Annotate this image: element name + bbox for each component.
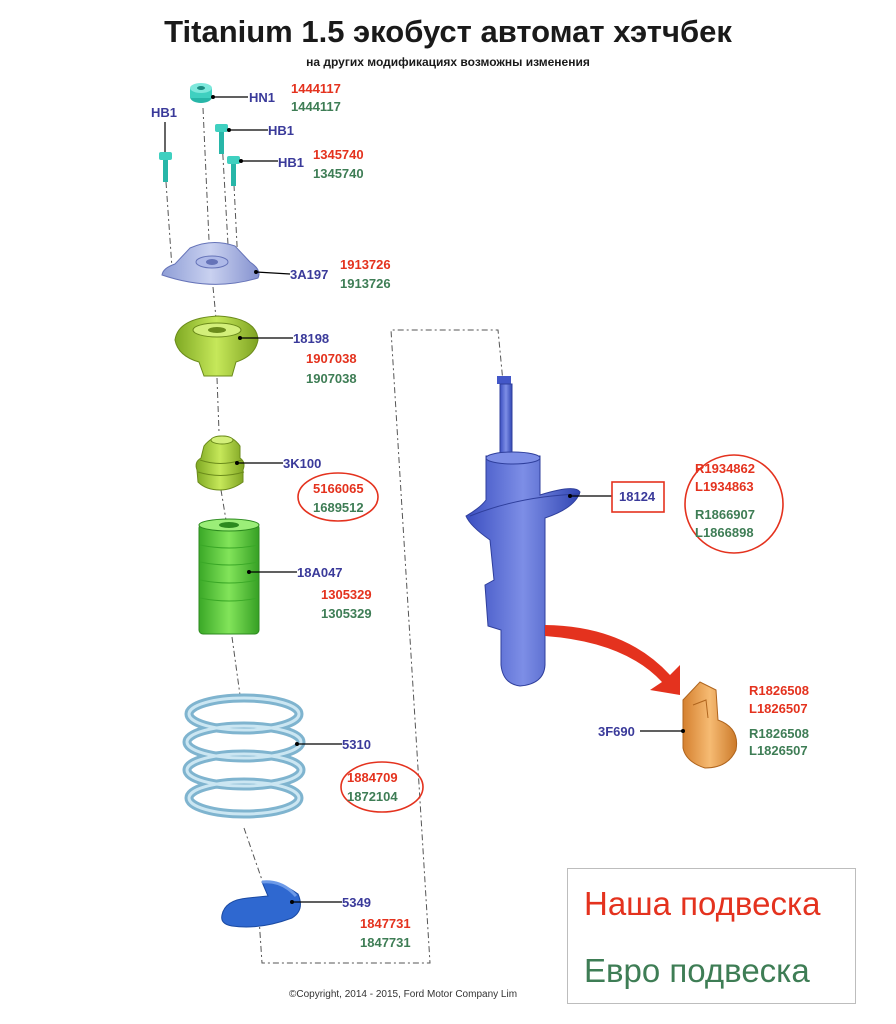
bracket-our-right: R1826508	[749, 683, 809, 698]
mount-our-number: 1913726	[340, 257, 391, 272]
spring-our-number: 1884709	[347, 770, 398, 785]
hb1-right-code: HB1	[278, 155, 305, 170]
mount-code: 3A197	[290, 267, 329, 282]
boot-our-number: 1305329	[321, 587, 372, 602]
strut-euro-left: L1866898	[695, 525, 754, 540]
strut-icon	[465, 376, 581, 687]
hb1-bolt-right-icon	[227, 156, 240, 186]
hn1-euro-number: 1444117	[291, 99, 341, 114]
legend-box: Наша подвеска Евро подвеска	[567, 868, 856, 1004]
seat-code: 18198	[293, 331, 330, 346]
leader-lines	[164, 96, 683, 903]
mount-euro-number: 1913726	[340, 276, 391, 291]
lower-isolator-icon	[221, 880, 301, 928]
boot-euro-number: 1305329	[321, 606, 372, 621]
dust-boot-icon	[198, 518, 260, 635]
bumper-euro-number: 1689512	[313, 500, 364, 515]
page-subtitle: на других модификациях возможны изменени…	[306, 55, 590, 69]
hb1-bolt-mid-icon	[215, 124, 228, 154]
legend-our: Наша подвеска	[584, 885, 821, 922]
hn1-code: HN1	[249, 90, 276, 105]
bracket-our-left: L1826507	[749, 701, 808, 716]
isolator-euro-number: 1847731	[360, 935, 411, 950]
hb1-bolt-left-icon	[159, 152, 172, 182]
coil-spring-icon	[182, 693, 306, 819]
top-mount-icon	[161, 242, 260, 285]
isolator-our-number: 1847731	[360, 916, 411, 931]
strut-code: 18124	[619, 489, 656, 504]
seat-euro-number: 1907038	[306, 371, 357, 386]
strut-our-left: L1934863	[695, 479, 754, 494]
boot-code: 18A047	[297, 565, 343, 580]
spring-code: 5310	[342, 737, 371, 752]
seat-our-number: 1907038	[306, 351, 357, 366]
bracket-euro-right: R1826508	[749, 726, 809, 741]
legend-euro: Евро подвеска	[584, 952, 810, 989]
hn1-our-number: 1444117	[291, 81, 341, 96]
hb1-left-code: HB1	[151, 105, 178, 120]
bumper-code: 3K100	[283, 456, 322, 471]
copyright-text: ©Copyright, 2014 - 2015, Ford Motor Comp…	[289, 989, 518, 1000]
spring-euro-number: 1872104	[347, 789, 398, 804]
bracket-euro-left: L1826507	[749, 743, 808, 758]
hn1-nut-icon	[190, 83, 212, 103]
bracket-icon	[682, 681, 738, 769]
hb1-our-number: 1345740	[313, 147, 364, 162]
isolator-code: 5349	[342, 895, 371, 910]
hb1-euro-number: 1345740	[313, 166, 364, 181]
bumper-our-number: 5166065	[313, 481, 364, 496]
strut-our-right: R1934862	[695, 461, 755, 476]
bracket-code: 3F690	[598, 724, 635, 739]
strut-euro-right: R1866907	[695, 507, 755, 522]
highlights	[297, 454, 784, 813]
bump-stop-icon	[195, 435, 245, 491]
spring-seat-icon	[174, 315, 259, 377]
page-title: Titanium 1.5 экобуст автомат хэтчбек	[164, 14, 732, 49]
hb1-mid-code: HB1	[268, 123, 295, 138]
red-arrow-icon	[545, 625, 680, 695]
